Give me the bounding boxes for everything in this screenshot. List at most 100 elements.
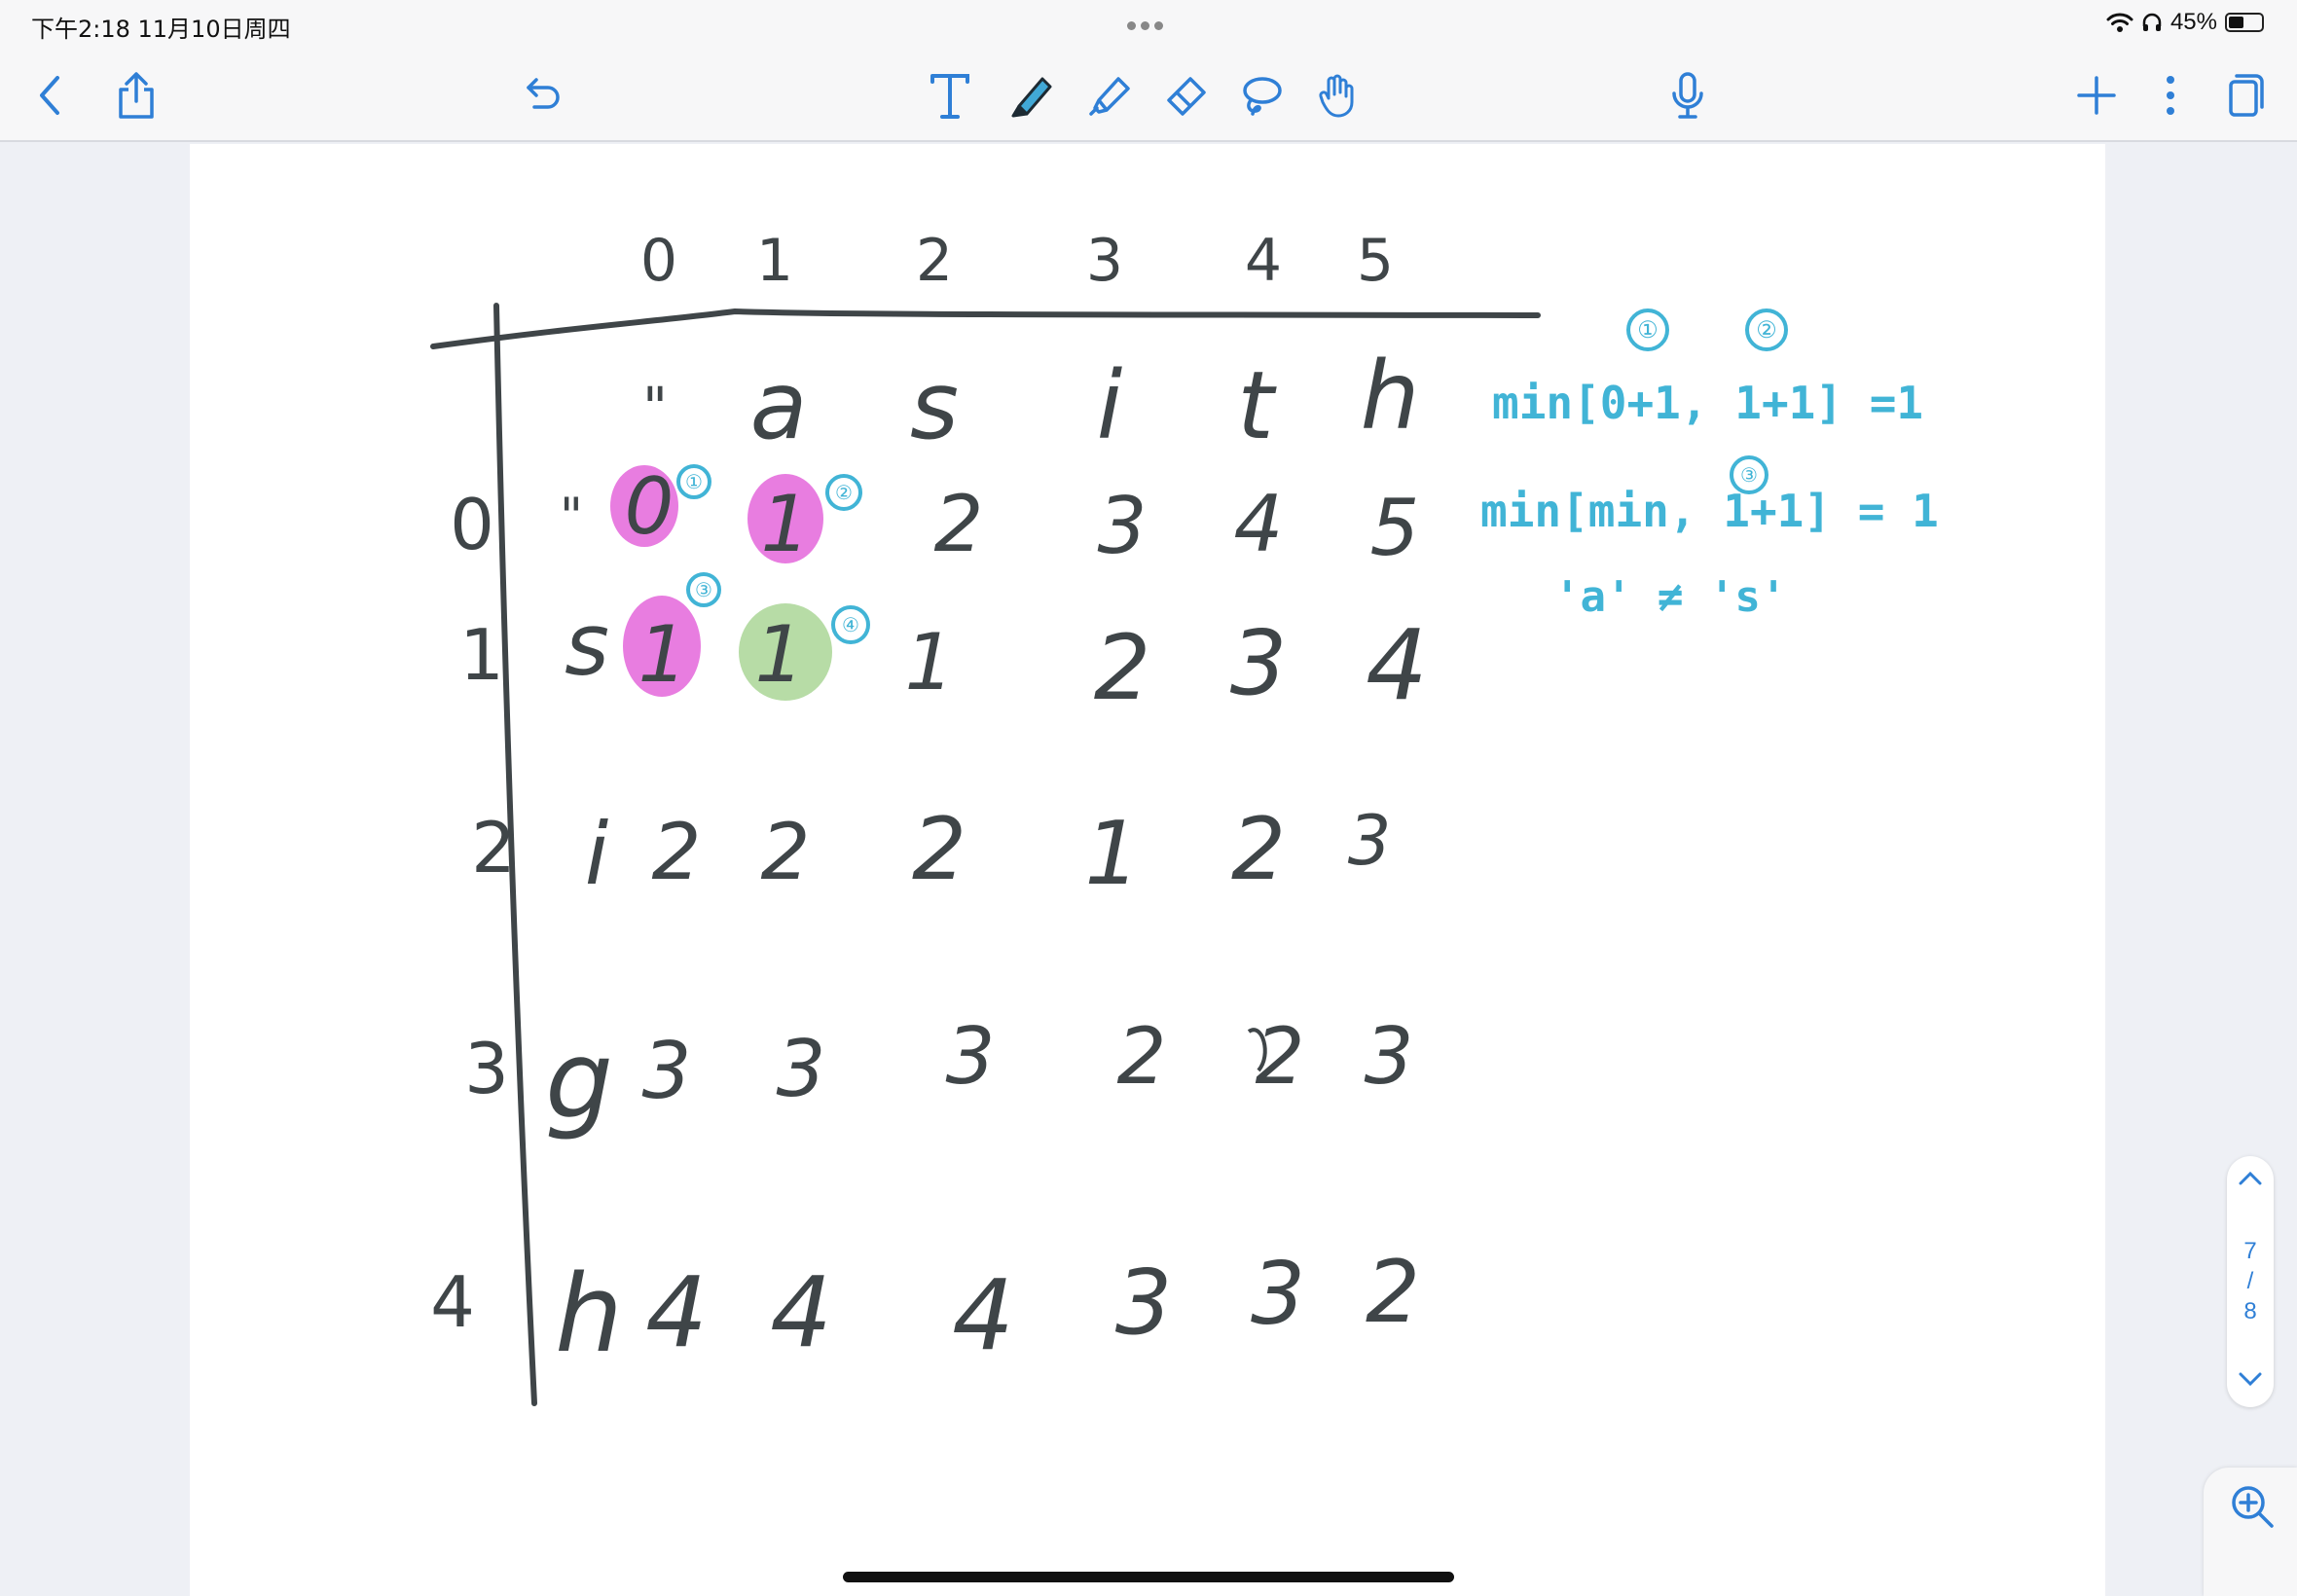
dp-cell: 3 bbox=[946, 1011, 996, 1102]
dp-cell: 2 bbox=[652, 807, 702, 897]
battery-percent: 45% bbox=[2169, 9, 2217, 35]
header-char: a bbox=[750, 351, 808, 460]
status-time: 下午2:18 11月10日周四 bbox=[31, 16, 291, 43]
highlighter-icon bbox=[1089, 77, 1130, 116]
dp-cells: 0 1 2 3 4 5 1 1 1 2 3 4 2 2 2 1 2 3 3 3 … bbox=[625, 461, 1428, 1372]
status-indicators: 45% bbox=[2106, 8, 2264, 37]
scribble-mark bbox=[1247, 1028, 1267, 1072]
annotation-markers bbox=[676, 308, 1788, 644]
headphones-icon bbox=[2142, 13, 2162, 31]
dp-cell: 3 bbox=[1365, 1011, 1414, 1102]
current-page: 7 bbox=[2243, 1238, 2257, 1264]
pages-icon bbox=[2229, 74, 2264, 117]
page-navigator: 7 / 8 bbox=[2227, 1156, 2274, 1407]
microphone-icon bbox=[1672, 72, 1703, 119]
dp-cell: 1 bbox=[905, 617, 955, 707]
column-index: 1 bbox=[756, 227, 793, 295]
annotation-line-1: min[0+1, 1+1] =1 bbox=[1492, 377, 1923, 429]
zoom-button[interactable] bbox=[2204, 1468, 2297, 1596]
column-index: 5 bbox=[1357, 227, 1394, 295]
dp-cell: 2 bbox=[1117, 1011, 1167, 1102]
dp-cell: 2 bbox=[934, 479, 984, 569]
header-char: " bbox=[642, 377, 668, 440]
highlight-cell-0-0 bbox=[610, 465, 678, 547]
highlighter-button[interactable] bbox=[1080, 66, 1139, 125]
dp-cell: 4 bbox=[952, 1258, 1014, 1372]
pen-tool-button[interactable] bbox=[1003, 66, 1061, 125]
text-tool-icon bbox=[930, 74, 969, 119]
header-char: h bbox=[1361, 342, 1420, 451]
dp-cell: 2 bbox=[1256, 1011, 1305, 1102]
row-chars: " s i g h bbox=[545, 488, 623, 1376]
header-char: i bbox=[1097, 351, 1123, 460]
eraser-button[interactable] bbox=[1156, 66, 1215, 125]
text-tool-button[interactable] bbox=[921, 66, 979, 125]
marker-label: ① bbox=[685, 472, 703, 493]
battery-icon bbox=[2225, 13, 2264, 32]
dp-cell: 3 bbox=[1251, 1244, 1305, 1344]
dp-cell: 2 bbox=[1094, 616, 1151, 720]
dp-cell: 3 bbox=[777, 1024, 826, 1114]
undo-icon bbox=[527, 78, 560, 109]
multitasking-dots-icon[interactable] bbox=[1127, 18, 1172, 30]
handwriting-canvas[interactable]: 0 1 2 3 4 5 " a s i t h 0 1 2 3 4 " s bbox=[190, 144, 2105, 1596]
table-left-line bbox=[493, 303, 537, 1406]
marker-label: ② bbox=[1756, 317, 1777, 344]
undo-button[interactable] bbox=[513, 66, 571, 125]
note-page[interactable]: 0 1 2 3 4 5 " a s i t h 0 1 2 3 4 " s bbox=[190, 144, 2105, 1596]
more-icon bbox=[2167, 76, 2174, 115]
dp-cell: 1 bbox=[761, 479, 811, 569]
row-indices: 0 1 2 3 4 bbox=[430, 484, 516, 1343]
lasso-icon bbox=[1243, 77, 1282, 116]
add-page-button[interactable] bbox=[2067, 66, 2126, 125]
row-char: s bbox=[565, 595, 609, 695]
microphone-button[interactable] bbox=[1659, 66, 1717, 125]
chevron-down-icon[interactable] bbox=[2239, 1372, 2262, 1388]
share-button[interactable] bbox=[107, 66, 165, 125]
chevron-up-icon[interactable] bbox=[2239, 1170, 2262, 1185]
dp-cell: 4 bbox=[1234, 479, 1284, 569]
dp-cell: 5 bbox=[1370, 483, 1420, 573]
marker-label: ③ bbox=[1740, 465, 1758, 487]
dp-cell: 2 bbox=[1231, 799, 1286, 899]
home-indicator[interactable] bbox=[843, 1572, 1454, 1582]
highlight-cell-1-1 bbox=[739, 603, 832, 701]
hand-tool-button[interactable] bbox=[1308, 66, 1367, 125]
column-indices: 0 1 2 3 4 5 bbox=[640, 227, 1394, 295]
column-index: 4 bbox=[1245, 227, 1282, 295]
back-icon bbox=[40, 76, 59, 115]
dp-cell: 0 bbox=[625, 461, 675, 552]
status-bar: 下午2:18 11月10日周四 45% bbox=[0, 0, 2297, 47]
row-index: 2 bbox=[471, 807, 516, 889]
pages-button[interactable] bbox=[2215, 66, 2274, 125]
more-button[interactable] bbox=[2141, 66, 2200, 125]
marker-label: ① bbox=[1637, 317, 1659, 344]
row-char: " bbox=[560, 488, 583, 546]
dp-cell: 1 bbox=[638, 609, 688, 700]
dp-cell: 1 bbox=[1084, 803, 1140, 905]
page-separator: / bbox=[2246, 1268, 2254, 1294]
row-char: i bbox=[585, 804, 609, 904]
column-index: 0 bbox=[640, 227, 677, 295]
dp-cell: 4 bbox=[645, 1255, 708, 1369]
dp-cell: 3 bbox=[1115, 1251, 1173, 1355]
annotation-line-2: min[min, 1+1] = 1 bbox=[1480, 485, 1939, 537]
toolbar bbox=[0, 47, 2297, 142]
row-index: 4 bbox=[430, 1261, 475, 1343]
lasso-button[interactable] bbox=[1232, 66, 1291, 125]
column-index: 2 bbox=[916, 227, 953, 295]
dp-cell: 2 bbox=[1366, 1242, 1420, 1342]
row-index: 0 bbox=[450, 484, 494, 565]
header-char: s bbox=[910, 351, 959, 460]
dp-cell: 3 bbox=[642, 1026, 692, 1116]
table-top-line bbox=[430, 308, 1541, 349]
eraser-icon bbox=[1167, 77, 1206, 116]
annotation-notes: min[0+1, 1+1] =1 min[min, 1+1] = 1 'a' ≠… bbox=[1480, 377, 1939, 622]
row-index: 3 bbox=[464, 1028, 509, 1109]
dp-cell: 2 bbox=[761, 807, 811, 897]
header-chars: " a s i t h bbox=[642, 342, 1419, 460]
zoom-in-icon bbox=[2232, 1486, 2274, 1528]
back-button[interactable] bbox=[21, 66, 80, 125]
annotation-line-3: 'a' ≠ 's' bbox=[1554, 572, 1786, 622]
dp-cell: 3 bbox=[1230, 611, 1288, 715]
